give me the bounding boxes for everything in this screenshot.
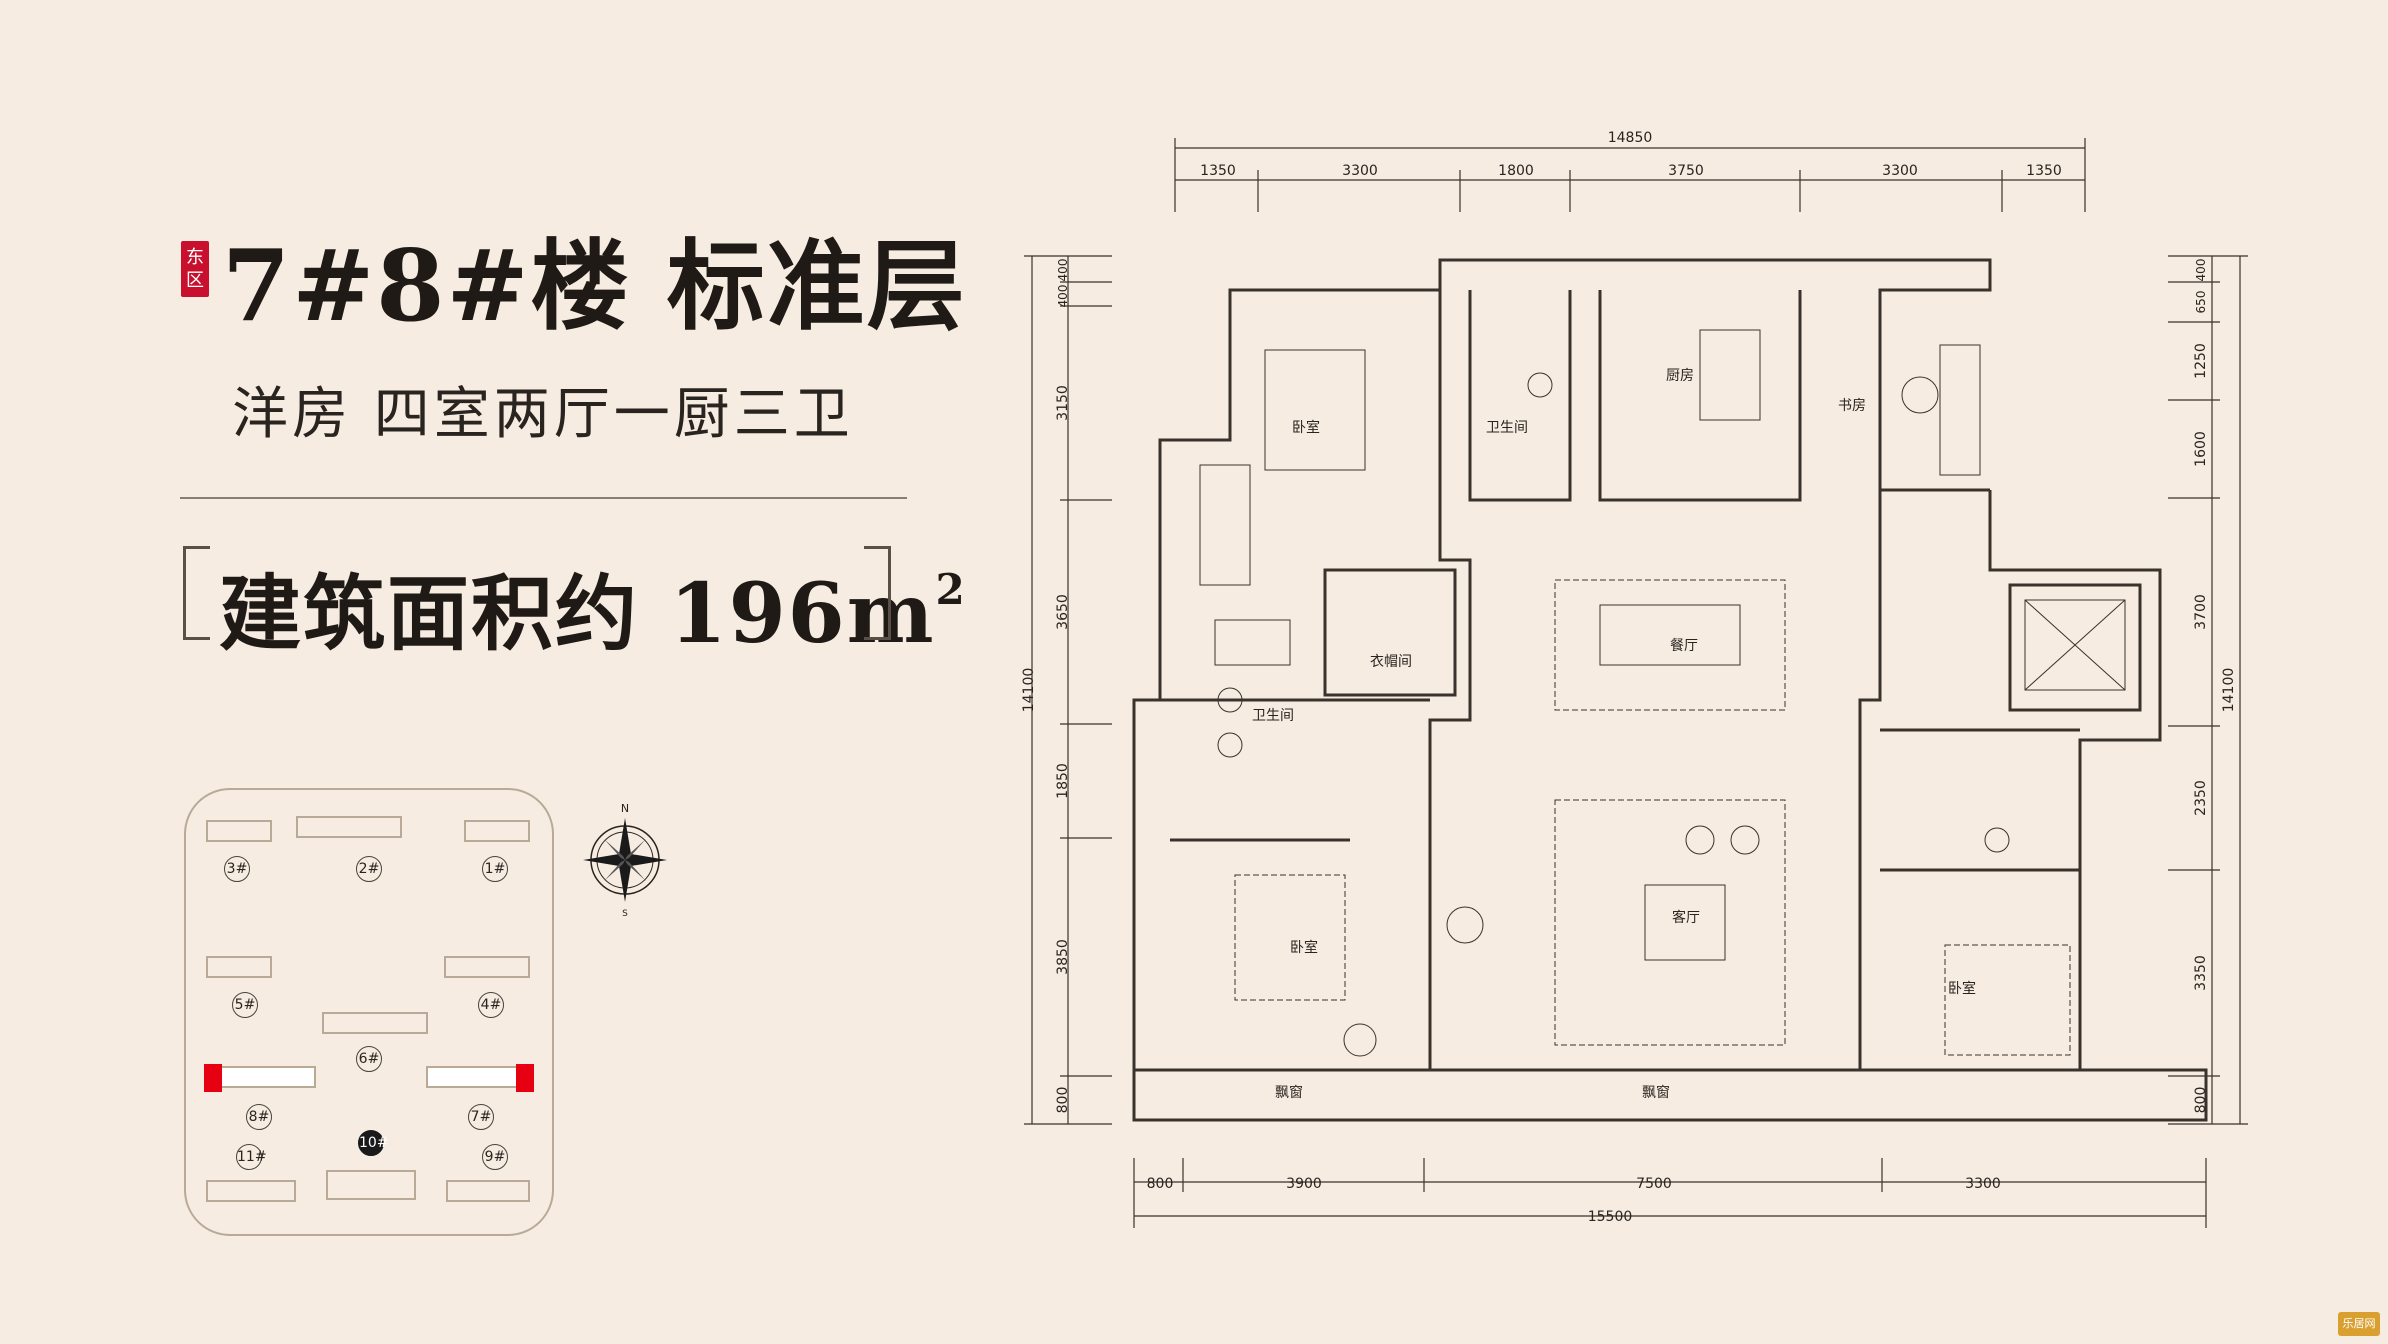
dim-right-segment: 1250 [2193, 343, 2209, 379]
corner-logo: 乐居网 [2338, 1312, 2380, 1336]
dim-right-segment: 2350 [2193, 780, 2209, 816]
dim-bottom-segment: 3300 [1965, 1176, 2001, 1192]
building-block [206, 820, 272, 842]
room-label-bath-top: 卫生间 [1486, 420, 1528, 436]
compass-north-label: N [621, 802, 629, 815]
building-block-highlighted [216, 1066, 316, 1088]
dim-bottom-total: 15500 [1588, 1209, 1633, 1225]
dim-bottom-segment: 7500 [1636, 1176, 1672, 1192]
floor-plan: 14850 1350 3300 1800 3750 3300 1350 1550… [1021, 130, 2248, 1228]
dim-left-segment: 400 [1056, 259, 1070, 282]
dim-left-segment: 3150 [1055, 385, 1071, 421]
page-title: 7#8#楼 标准层 [222, 229, 967, 344]
building-block [326, 1170, 416, 1200]
building-block [206, 1180, 296, 1202]
building-label: 10# [358, 1130, 389, 1156]
building-label: 5# [232, 992, 258, 1018]
building-block [444, 956, 530, 978]
dim-top-segment: 1350 [1200, 163, 1236, 179]
dim-top-segment: 1800 [1498, 163, 1534, 179]
building-block [464, 820, 530, 842]
dim-bottom-segment: 3900 [1286, 1176, 1322, 1192]
building-label: 7# [468, 1104, 494, 1130]
room-label-bedroom-nw: 卧室 [1292, 419, 1320, 436]
dim-left-segment: 1850 [1055, 763, 1071, 799]
building-label: 11# [236, 1144, 267, 1170]
highlight-marker [204, 1064, 222, 1092]
dim-top-segment: 1350 [2026, 163, 2062, 179]
highlight-marker [516, 1064, 534, 1092]
dim-top-segment: 3750 [1668, 163, 1704, 179]
building-block [446, 1180, 530, 1202]
building-label: 1# [482, 856, 508, 882]
building-label: 6# [356, 1046, 382, 1072]
dim-left-total: 14100 [1021, 668, 1037, 713]
room-label-dining: 餐厅 [1670, 638, 1698, 654]
dim-top-segment: 3300 [1882, 163, 1918, 179]
dim-left-segment: 800 [1055, 1087, 1071, 1114]
building-block [296, 816, 402, 838]
dim-left-segment: 3850 [1055, 939, 1071, 975]
dim-right-segment: 3700 [2193, 594, 2209, 630]
area-value: 建筑面积约 196m [219, 566, 936, 662]
dim-top-segment: 3300 [1342, 163, 1378, 179]
compass-icon: N S [583, 802, 667, 919]
bracket-right [864, 546, 891, 640]
dim-right-total: 14100 [2221, 668, 2237, 713]
dim-top-total: 14850 [1608, 130, 1653, 146]
dim-bottom-segment: 800 [1147, 1176, 1174, 1192]
room-label-study: 书房 [1838, 398, 1866, 414]
room-label-bath-master: 卫生间 [1252, 708, 1294, 724]
building-label: 9# [482, 1144, 508, 1170]
room-label-living: 客厅 [1672, 909, 1700, 926]
dim-right-segment: 3350 [2193, 955, 2209, 991]
compass-south-label: S [622, 909, 628, 919]
building-label: 3# [224, 856, 250, 882]
bracket-left [183, 546, 210, 640]
building-block [206, 956, 272, 978]
building-label: 4# [478, 992, 504, 1018]
building-block [322, 1012, 428, 1034]
zone-badge: 东区 [181, 241, 209, 297]
dim-left-segment: 3650 [1055, 594, 1071, 630]
room-label-bedroom-se: 卧室 [1948, 980, 1976, 997]
dim-left-segment: 400 [1056, 285, 1070, 308]
building-label: 8# [246, 1104, 272, 1130]
room-label-bay-center: 飘窗 [1642, 1084, 1670, 1101]
room-label-kitchen: 厨房 [1666, 368, 1694, 384]
room-label-bay-left: 飘窗 [1275, 1084, 1303, 1101]
dim-right-segment: 650 [2194, 291, 2208, 314]
building-block-highlighted [426, 1066, 526, 1088]
site-map: 3# 2# 1# 5# 4# 6# 8# 7# 11# 10# 9# [184, 788, 554, 1236]
area-label: 建筑面积约 196m2 [219, 540, 967, 664]
building-label: 2# [356, 856, 382, 882]
area-unit-superscript: 2 [935, 565, 967, 614]
dim-right-segment: 1600 [2193, 431, 2209, 467]
heading-divider [180, 497, 907, 499]
dim-right-segment: 400 [2194, 259, 2208, 282]
room-label-bedroom-sw: 卧室 [1290, 939, 1318, 956]
page-subtitle: 洋房 四室两厅一厨三卫 [232, 382, 854, 447]
room-label-closet: 衣帽间 [1370, 654, 1412, 670]
